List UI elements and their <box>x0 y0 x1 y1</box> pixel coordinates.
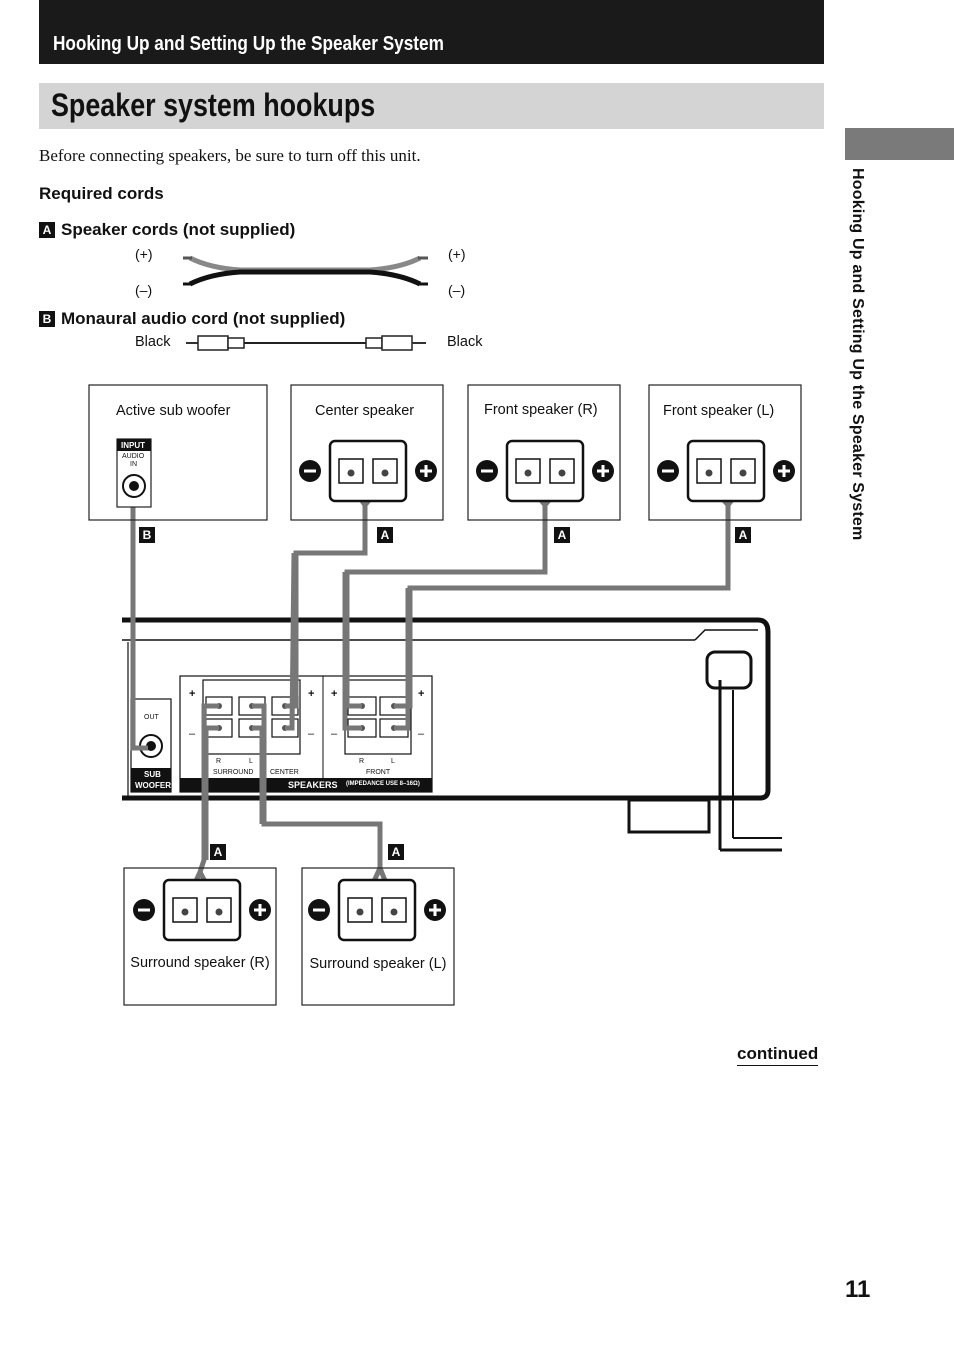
surround-r-label: R <box>216 758 222 765</box>
sub-audio-label: AUDIO <box>122 453 145 460</box>
front-label: FRONT <box>366 769 391 776</box>
front-l-terminal-screw <box>739 469 747 477</box>
cord-a-badge: A <box>39 222 55 238</box>
cord-a-right-minus: (–) <box>448 282 466 298</box>
front-l-plus-icon-vbar <box>782 465 786 477</box>
unit-woofer-label: WOOFER <box>135 781 171 790</box>
sub-in-label: IN <box>130 461 137 468</box>
section-title: Hooking Up and Setting Up the Speaker Sy… <box>53 33 444 55</box>
label-surround-speaker-r: Surround speaker (R) <box>130 955 270 971</box>
center-plus: + <box>308 688 315 700</box>
front-r-terminal-screw <box>524 469 532 477</box>
badge-b-sub: B <box>139 527 155 543</box>
front-l-minus-icon-bar <box>662 469 674 473</box>
cord-b-badge: B <box>39 311 55 327</box>
front-r-plus-icon-vbar <box>601 465 605 477</box>
speaker-terminals <box>133 439 795 942</box>
speaker-cord-illustration <box>183 255 428 287</box>
surround-l-terminal-screw <box>356 908 364 916</box>
unit-sub-label: SUB <box>144 770 161 779</box>
surround-minus: – <box>189 728 196 740</box>
front-plus-right: + <box>418 688 425 700</box>
front-l-terminal-post <box>730 458 756 484</box>
label-front-speaker-l: Front speaker (L) <box>663 403 775 419</box>
front-minus-left: – <box>331 728 338 740</box>
front-l-terminal-post <box>696 458 722 484</box>
unit-out-label: OUT <box>144 714 159 721</box>
speakers-label: SPEAKERS <box>288 780 338 790</box>
surround-r-minus-icon-bar <box>138 908 150 912</box>
page-title: Speaker system hookups <box>51 87 376 123</box>
cord-a-label: Speaker cords (not supplied) <box>61 220 296 239</box>
front-l-label: L <box>391 758 395 765</box>
receiver-unit <box>122 617 782 852</box>
surround-l-terminal-block <box>337 878 417 942</box>
surround-l-terminal-screw <box>390 908 398 916</box>
front-l-terminal-block <box>686 439 766 503</box>
center-minus-icon-bar <box>304 469 316 473</box>
side-tab-text: Hooking Up and Setting Up the Speaker Sy… <box>849 168 866 541</box>
cord-a-heading: A Speaker cords (not supplied) <box>39 220 295 240</box>
cord-b-right-label: Black <box>447 334 483 350</box>
cord-a-left-plus: (+) <box>135 246 153 262</box>
label-front-speaker-r: Front speaker (R) <box>484 402 598 418</box>
cord-b-left-label: Black <box>135 334 171 350</box>
front-l-terminal-screw <box>705 469 713 477</box>
cord-a-left-minus: (–) <box>135 282 153 298</box>
continued-label: continued <box>737 1044 819 1066</box>
mono-cord-illustration <box>186 335 426 351</box>
cord-a-right-plus: (+) <box>448 246 466 262</box>
surround-r-terminal-block <box>162 878 242 942</box>
impedance-label: (IMPEDANCE USE 8–16Ω) <box>346 781 420 787</box>
center-minus: – <box>308 728 315 740</box>
cord-b-label: Monaural audio cord (not supplied) <box>61 309 346 328</box>
label-sub-woofer: Active sub woofer <box>116 403 231 419</box>
front-r-terminal-block <box>505 439 585 503</box>
badge-a-surround-l: A <box>388 844 404 860</box>
required-cords-heading: Required cords <box>39 184 164 203</box>
front-plus-left: + <box>331 688 338 700</box>
front-minus-right: – <box>418 728 425 740</box>
front-r-terminal-post <box>549 458 575 484</box>
badge-a-front-l: A <box>735 527 751 543</box>
side-tab-marker <box>845 128 954 160</box>
front-r-label: R <box>359 758 365 765</box>
front-r-terminal-screw <box>558 469 566 477</box>
surround-l-minus-icon-bar <box>313 908 325 912</box>
section-header: Hooking Up and Setting Up the Speaker Sy… <box>39 0 824 64</box>
surround-l-plus-icon-vbar <box>433 904 437 916</box>
surround-r-terminal-screw <box>181 908 189 916</box>
surround-r-terminal-screw <box>215 908 223 916</box>
center-label: CENTER <box>270 769 299 776</box>
center-terminal-screw <box>347 469 355 477</box>
intro-text: Before connecting speakers, be sure to t… <box>39 146 421 165</box>
front-r-minus-icon-bar <box>481 469 493 473</box>
label-center-speaker: Center speaker <box>315 403 415 419</box>
speaker-boxes <box>88 384 802 1006</box>
center-terminal-screw <box>381 469 389 477</box>
center-plus-icon-vbar <box>424 465 428 477</box>
sub-input-label: INPUT <box>121 441 145 450</box>
center-terminal-block <box>328 439 408 503</box>
label-surround-speaker-l: Surround speaker (L) <box>309 956 447 972</box>
surround-label: SURROUND <box>213 769 254 776</box>
cord-b-heading: B Monaural audio cord (not supplied) <box>39 309 345 329</box>
surround-plus: + <box>189 688 196 700</box>
badge-a-front-r: A <box>554 527 570 543</box>
surround-r-plus-icon-vbar <box>258 904 262 916</box>
surround-l-label: L <box>249 758 253 765</box>
badge-a-surround-r: A <box>210 844 226 860</box>
page-number: 11 <box>845 1276 871 1303</box>
page-title-bar: Speaker system hookups <box>39 83 824 129</box>
badge-a-center: A <box>377 527 393 543</box>
